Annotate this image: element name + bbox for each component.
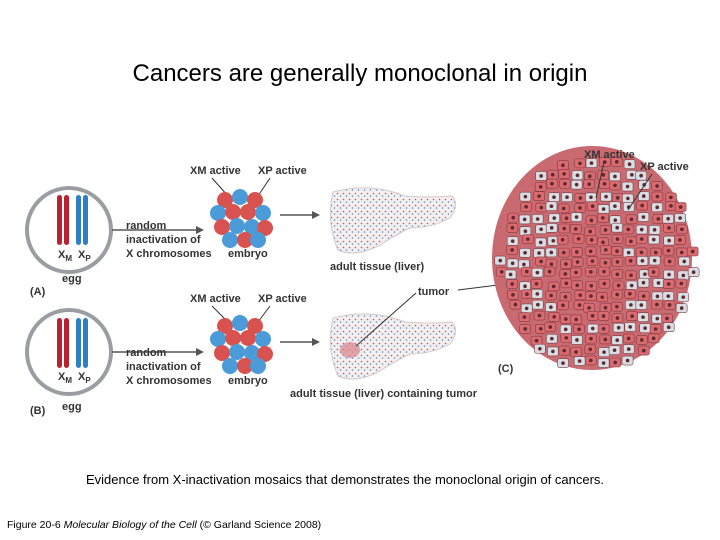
chromosome-xp-b [76, 318, 88, 368]
process-line1-b: random [126, 347, 167, 359]
process-line2-a: inactivation of [126, 234, 201, 246]
credit-suffix: (© Garland Science 2008) [199, 519, 322, 531]
chromosome-xp-a [76, 195, 88, 245]
panel-a-label: (A) [30, 286, 46, 298]
xp-active-label-c: XP active [640, 161, 689, 173]
tissue-label-b: adult tissue (liver) containing tumor [290, 388, 478, 400]
panel-a: XM XP egg (A) random inactivation of X c… [25, 165, 456, 298]
figure-credit: Figure 20-6 Molecular Biology of the Cel… [7, 519, 321, 531]
tumor-label: tumor [418, 286, 450, 298]
egg-label-b: egg [62, 401, 82, 413]
xm-active-label-b: XM active [190, 293, 241, 305]
liver-a [329, 187, 456, 254]
process-line3-b: X chromosomes [126, 375, 212, 387]
panel-b-label: (B) [30, 405, 46, 417]
embryo-label-b: embryo [228, 375, 268, 387]
chromosome-xm-a [57, 195, 69, 245]
panel-c: XM active XP active (C) [492, 146, 700, 375]
tissue-label-a: adult tissue (liver) [330, 261, 424, 273]
process-line3-a: X chromosomes [126, 248, 212, 260]
liver-b [329, 313, 456, 380]
xm-active-label-c: XM active [584, 149, 635, 161]
slide-title: Cancers are generally monoclonal in orig… [132, 60, 588, 87]
panel-b: XM XP egg (B) random inactivation of X c… [25, 274, 579, 417]
xp-active-label-b: XP active [258, 293, 307, 305]
xp-active-label-a: XP active [258, 165, 307, 177]
egg-label-a: egg [62, 273, 82, 285]
embryo-b [210, 315, 273, 374]
figure-caption: Evidence from X-inactivation mosaics tha… [85, 472, 605, 487]
embryo-a [210, 189, 273, 248]
tumor-micrograph [492, 146, 700, 370]
chromosome-xm-b [57, 318, 69, 368]
panel-c-label: (C) [498, 363, 514, 375]
process-line2-b: inactivation of [126, 361, 201, 373]
credit-prefix: Figure 20-6 [7, 519, 61, 531]
embryo-label-a: embryo [228, 248, 268, 260]
credit-book-title: Molecular Biology of the Cell [63, 519, 197, 531]
tumor-patch [340, 342, 360, 358]
xm-active-label-a: XM active [190, 165, 241, 177]
process-line1-a: random [126, 220, 167, 232]
